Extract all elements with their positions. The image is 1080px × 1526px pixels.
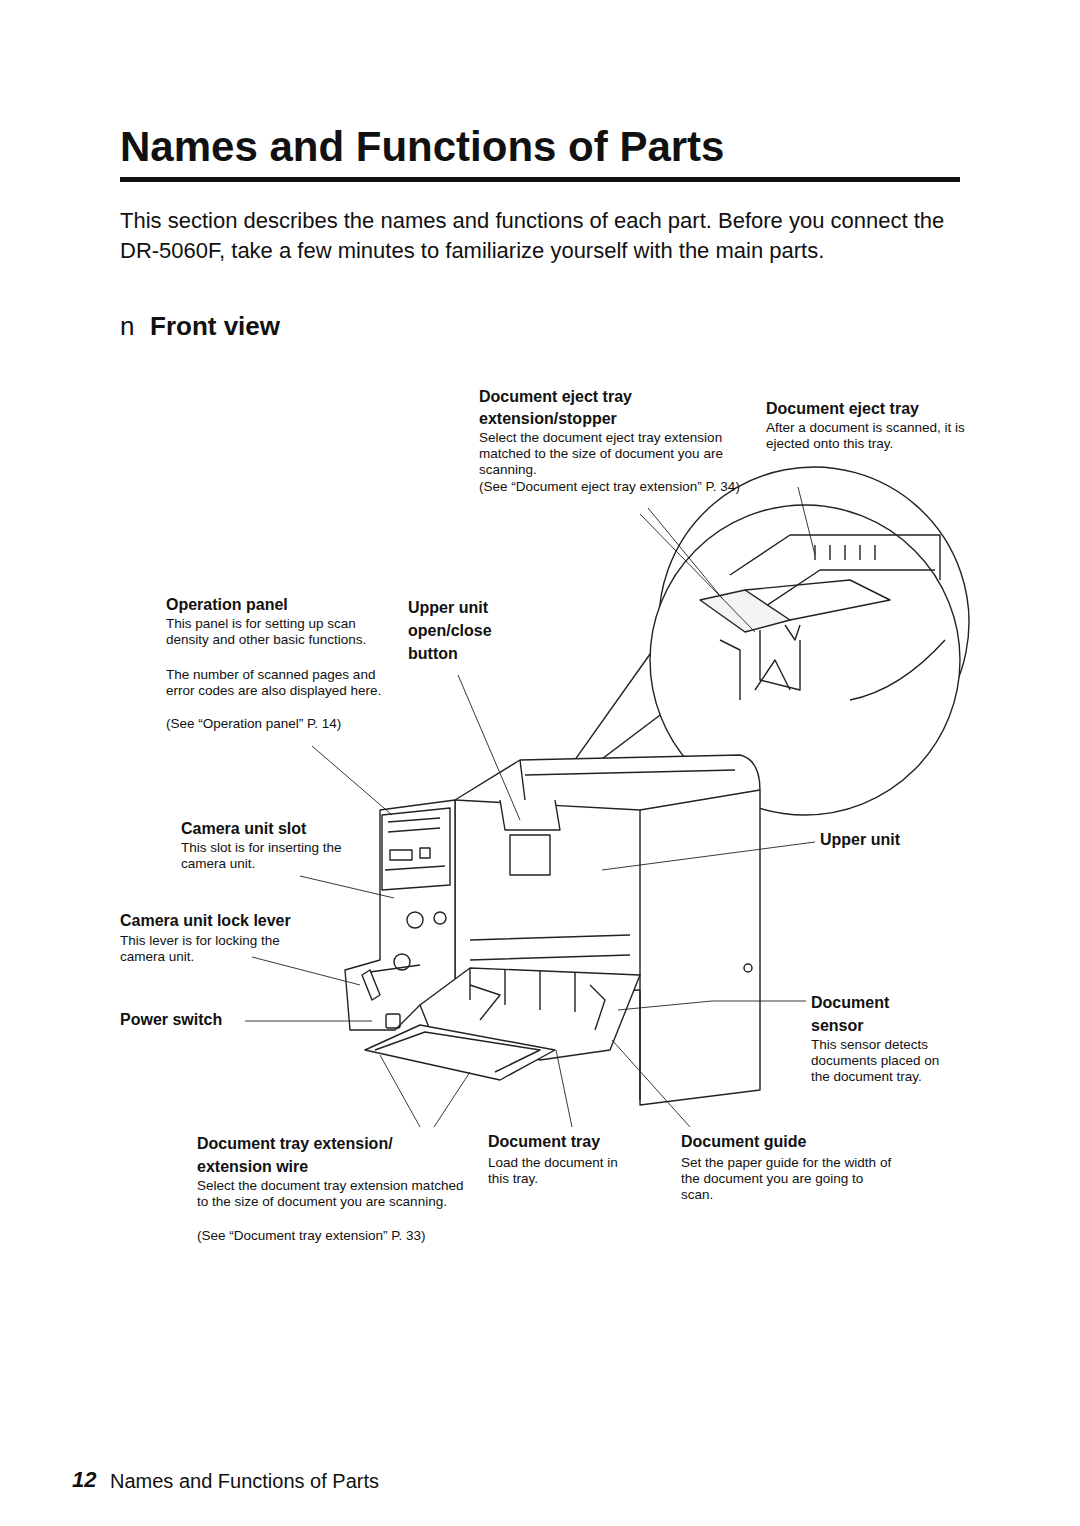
part-description: The number of scanned pages and error co… — [166, 667, 391, 699]
part-description: This sensor detects documents placed on … — [811, 1037, 956, 1085]
bullet-glyph: n — [120, 310, 150, 342]
part-name: Power switch — [120, 1010, 320, 1030]
page-number: 12 — [72, 1466, 112, 1494]
part-name: Upper unit open/close button — [408, 596, 518, 665]
part-description: After a document is scanned, it is eject… — [766, 420, 966, 452]
intro-text: This section describes the names and fun… — [120, 206, 970, 266]
part-name: Document tray — [488, 1132, 658, 1152]
part-description: Set the paper guide for the width of the… — [681, 1155, 896, 1203]
part-description: This panel is for setting up scan densit… — [166, 616, 381, 648]
eject-tray-detail — [700, 535, 945, 700]
part-description: This lever is for locking the camera uni… — [120, 933, 325, 965]
part-description: Load the document in this tray. — [488, 1155, 638, 1187]
page-title: Names and Functions of Parts — [120, 122, 724, 172]
part-name: Camera unit slot — [181, 819, 381, 839]
part-description: This slot is for inserting the camera un… — [181, 840, 356, 872]
scanner-body — [345, 755, 760, 1105]
part-name: Operation panel — [166, 595, 386, 615]
page-reference: (See “Document tray extension” P. 33) — [197, 1228, 487, 1244]
page-reference: (See “Document eject tray extension” P. … — [479, 479, 764, 495]
part-description: Select the document eject tray extension… — [479, 430, 734, 478]
part-name: Document eject tray extension/stopper — [479, 386, 674, 430]
part-name: Document sensor — [811, 991, 921, 1037]
page-reference: (See “Operation panel” P. 14) — [166, 716, 396, 732]
part-name: Camera unit lock lever — [120, 911, 360, 931]
leader-lines — [245, 487, 815, 1127]
part-name: Document eject tray — [766, 399, 976, 419]
running-footer: Names and Functions of Parts — [110, 1468, 510, 1494]
section-heading: Front view — [150, 310, 450, 342]
title-rule — [120, 177, 960, 182]
part-description: Select the document tray extension match… — [197, 1178, 477, 1210]
part-name: Document guide — [681, 1132, 881, 1152]
part-name: Upper unit — [820, 830, 970, 850]
part-name: Document tray extension/ extension wire — [197, 1132, 447, 1178]
